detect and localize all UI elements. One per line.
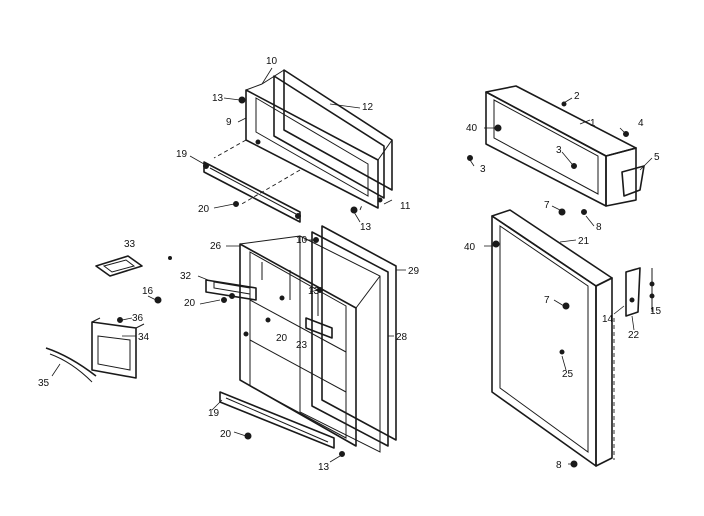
callout-20: 20 (276, 333, 288, 344)
callout-7: 7 (544, 295, 550, 306)
callout-13: 13 (212, 93, 224, 104)
callout-20: 20 (220, 429, 232, 440)
callout-2: 2 (574, 91, 580, 102)
callout-26: 26 (210, 241, 222, 252)
callout-13: 13 (318, 462, 330, 473)
callout-21: 21 (578, 236, 590, 247)
callout-8: 8 (596, 222, 602, 233)
callout-16: 16 (142, 286, 154, 297)
callout-7: 7 (544, 200, 550, 211)
callout-5: 5 (654, 152, 660, 163)
dispenser-small-parts (45, 255, 172, 383)
callout-leaders (51, 67, 653, 465)
callout-40: 40 (466, 123, 478, 134)
callout-10: 10 (296, 235, 308, 246)
callout-1: 1 (590, 118, 596, 129)
callout-36: 36 (132, 313, 144, 324)
callout-25: 25 (562, 369, 574, 380)
upper-door-assembly (203, 69, 393, 223)
lower-door-assembly (205, 225, 397, 457)
callout-20: 20 (184, 298, 196, 309)
callout-3: 3 (556, 145, 562, 156)
callout-19: 19 (208, 408, 220, 419)
callout-12: 12 (362, 102, 374, 113)
callout-4: 4 (638, 118, 644, 129)
callout-13: 13 (360, 222, 372, 233)
callout-13: 13 (308, 286, 320, 297)
callout-11: 11 (400, 201, 411, 212)
callout-23: 23 (296, 340, 308, 351)
callout-20: 20 (198, 204, 210, 215)
callout-35: 35 (38, 378, 50, 389)
callout-3: 3 (480, 164, 486, 175)
callout-40: 40 (464, 242, 476, 253)
lower-right-door-panel (491, 209, 655, 468)
callout-10: 10 (266, 56, 278, 67)
callout-28: 28 (396, 332, 408, 343)
callout-8: 8 (556, 460, 562, 471)
callout-33: 33 (124, 239, 136, 250)
callout-19: 19 (176, 149, 188, 160)
callout-14: 14 (602, 314, 614, 325)
callout-32: 32 (180, 271, 192, 282)
callout-34: 34 (138, 332, 150, 343)
callout-15: 15 (650, 306, 662, 317)
callout-9: 9 (226, 117, 232, 128)
callout-29: 29 (408, 266, 420, 277)
upper-right-door-panel (467, 85, 645, 216)
callout-22: 22 (628, 330, 640, 341)
callout-labels: 10 13 12 9 19 20 11 13 26 10 29 13 32 20… (38, 56, 662, 473)
